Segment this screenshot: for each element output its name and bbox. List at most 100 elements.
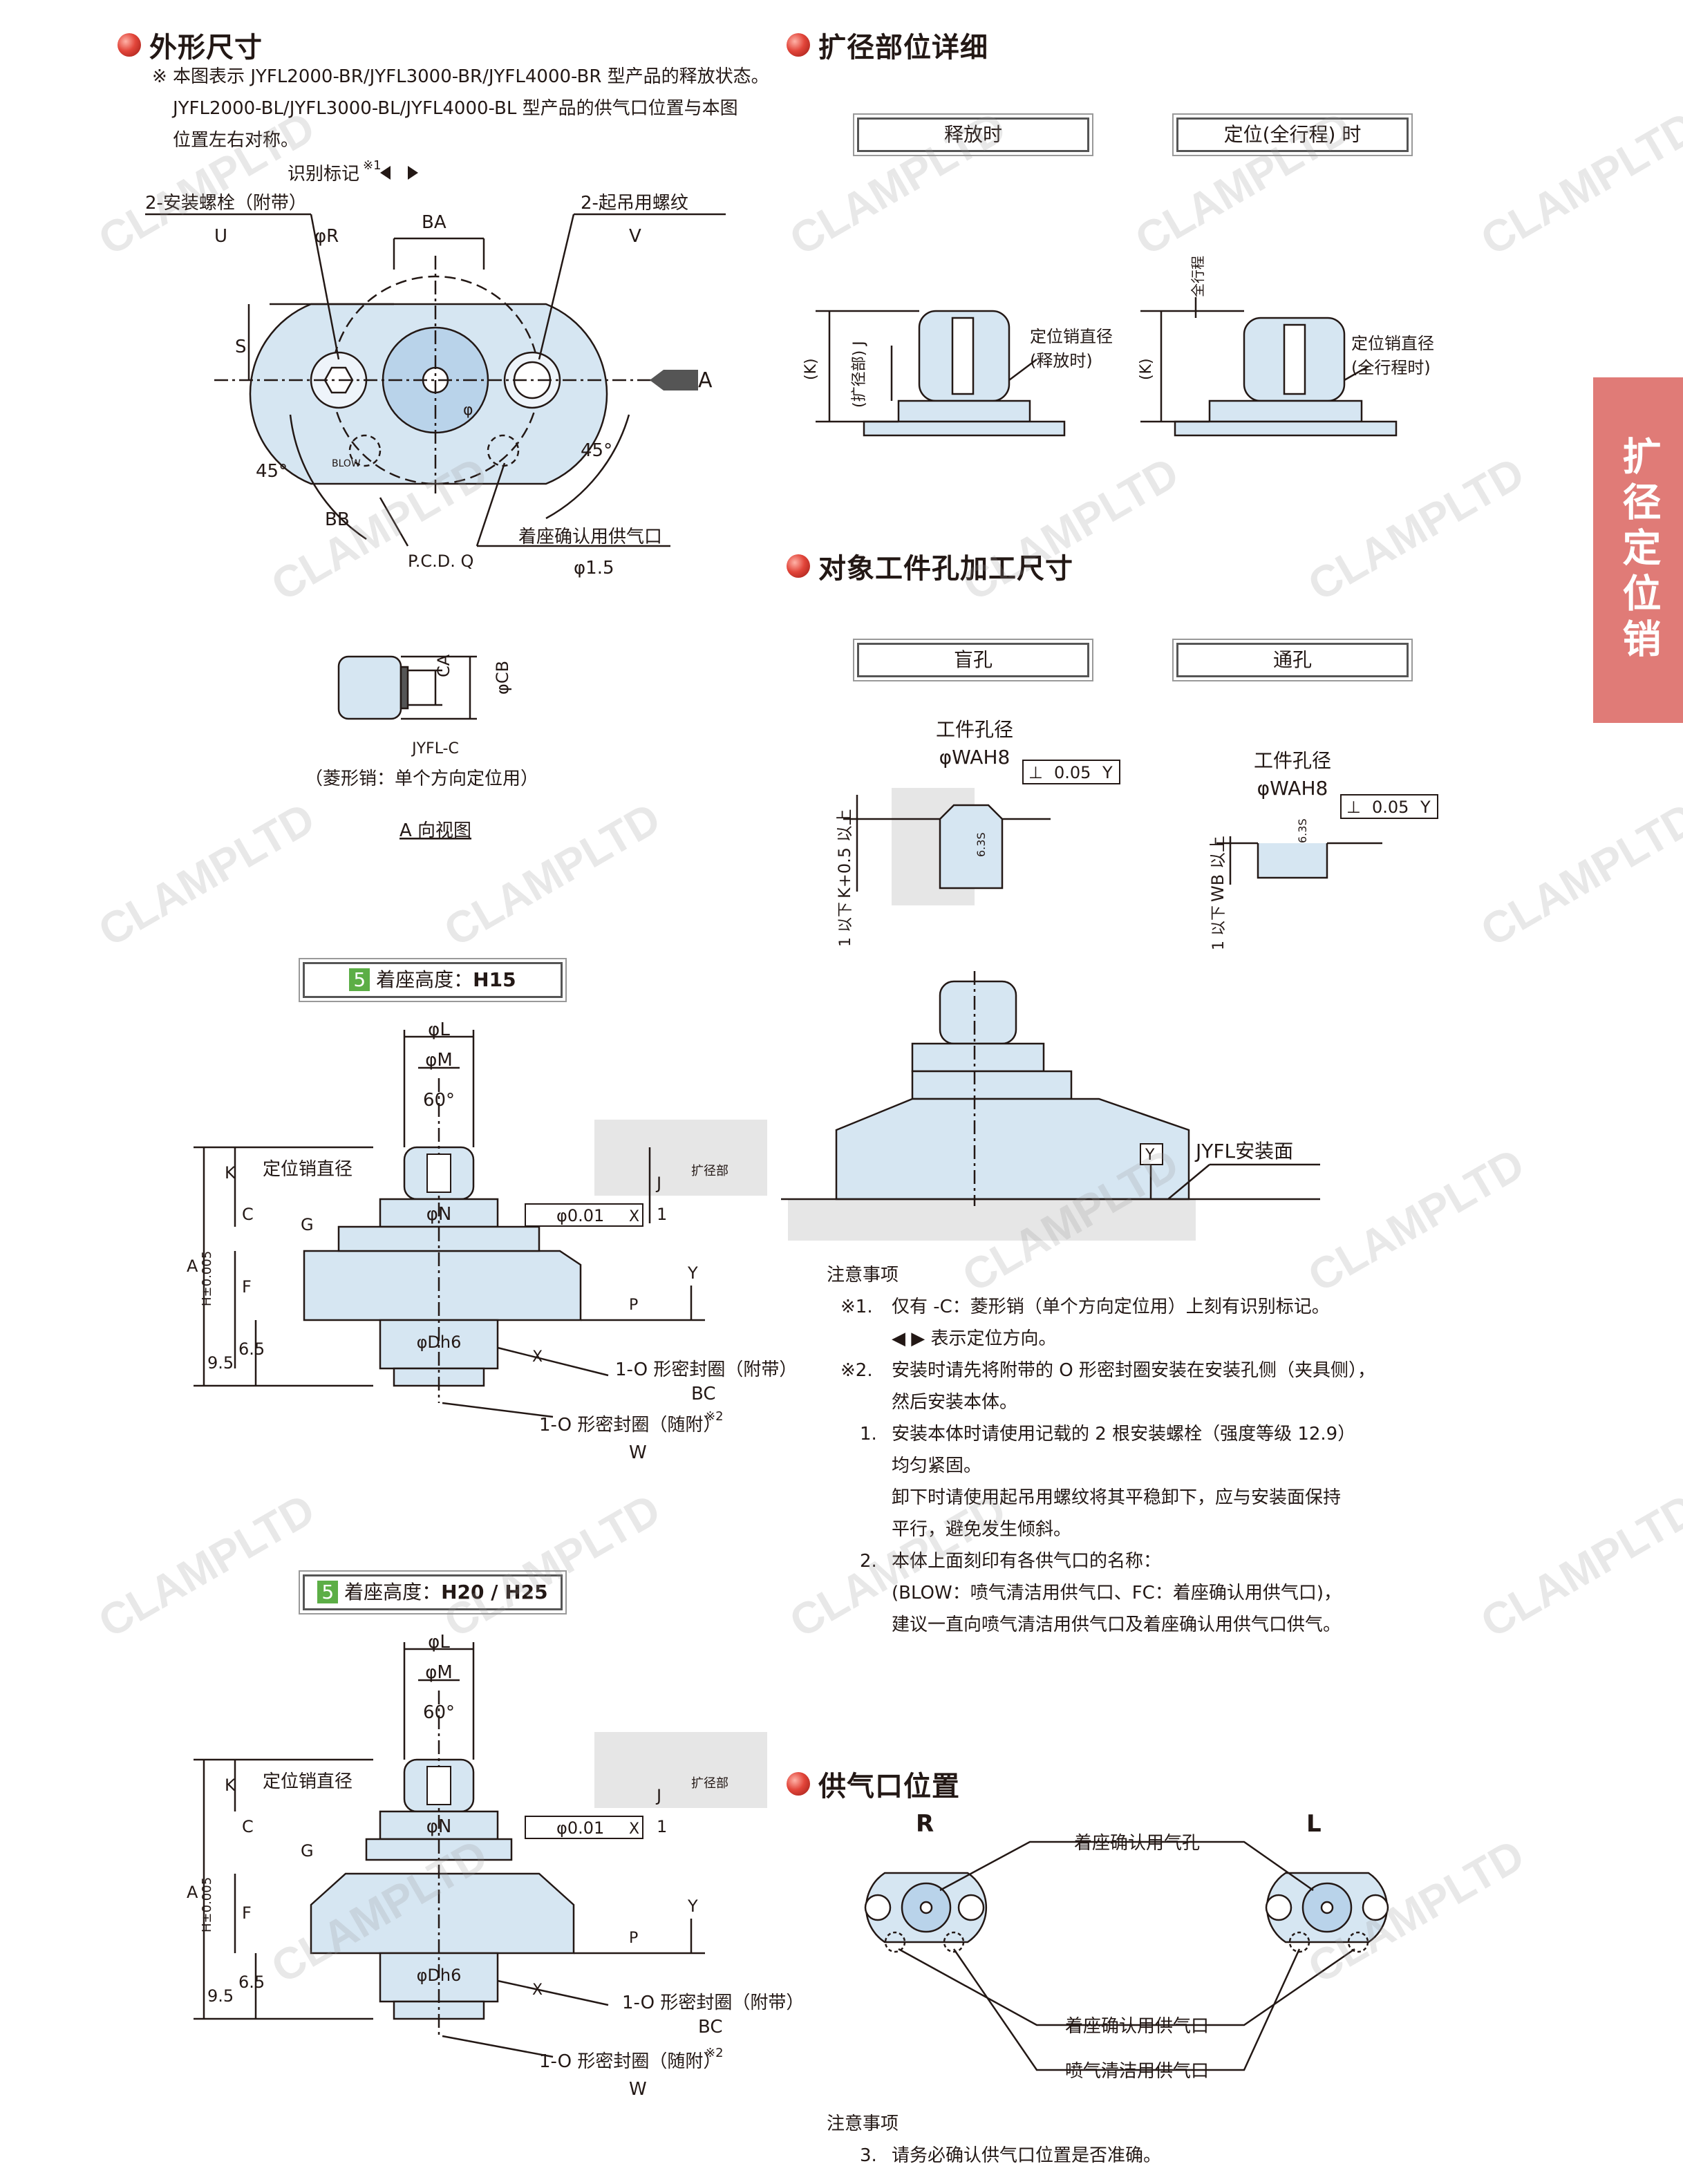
h15-BC: BC: [691, 1384, 716, 1404]
h2025-one: 1: [657, 1817, 667, 1836]
watermark: CLAMPLTD: [1472, 102, 1683, 265]
blind-Y: Y: [1102, 763, 1113, 782]
supply-L: L: [1306, 1810, 1322, 1838]
seat-hole-label: 着座确认用气孔: [1074, 1833, 1200, 1854]
through-box: 通孔: [1172, 639, 1413, 681]
supply-note-text: 请务必确认供气口位置是否准确。: [892, 2145, 1162, 2166]
h15-J: J: [655, 1174, 661, 1193]
h2025-pin-label: 定位销直径: [263, 1771, 352, 1792]
through-perp: ⊥: [1346, 798, 1361, 817]
outline-title-text: 外形尺寸: [149, 32, 263, 64]
h2025-num: 5: [317, 1581, 339, 1603]
h2025-A: A: [187, 1883, 198, 1902]
h15-H: H±0.005: [200, 1251, 214, 1306]
jyfl-c-drawing: CA φCB JYFL-C （菱形销：单个方向定位用） A 向视图: [305, 654, 538, 841]
watermark: CLAMPLTD: [435, 1484, 669, 1648]
h15-ref2: ※2: [705, 1409, 724, 1424]
h2025-G: G: [301, 1841, 314, 1861]
lift-code: V: [629, 226, 641, 247]
outline-note-1: ※ 本图表示 JYFL2000-BR/JYFL3000-BR/JYFL4000-…: [152, 66, 769, 87]
note-4: 安装本体时请使用记载的 2 根安装螺栓（强度等级 12.9）: [892, 1424, 1356, 1444]
detail-title: 扩径部位详细: [787, 25, 988, 65]
blind-tol: 0.05: [1054, 763, 1091, 782]
h15-G: G: [301, 1215, 314, 1234]
blow-port-label: 喷气清洁用供气口: [1065, 2061, 1209, 2082]
detail-full-stroke: 全行程: [1190, 256, 1206, 297]
h15-num: 5: [349, 968, 370, 991]
S-label: S: [235, 337, 247, 357]
h2025-F: F: [242, 1903, 252, 1923]
bolt-code: U: [214, 226, 227, 247]
h15-W: W: [629, 1442, 647, 1463]
supply-note-title: 注意事项: [827, 2114, 899, 2134]
through-one-below: 1 以下: [1210, 905, 1228, 950]
h2025-M: φM: [425, 1662, 453, 1683]
h15-one: 1: [657, 1205, 667, 1224]
through-rough: 6.3S: [1296, 818, 1309, 843]
supply-title-text: 供气口位置: [818, 1771, 960, 1802]
h2025-kuo: 扩径部: [691, 1776, 728, 1791]
watermark: CLAMPLTD: [90, 1484, 323, 1648]
blind-box: 盲孔: [853, 639, 1093, 681]
watermark: CLAMPLTD: [1299, 447, 1533, 611]
blow-label: BLOW: [332, 458, 361, 469]
h2025-60deg: 60°: [423, 1702, 455, 1723]
detail-title-text: 扩径部位详细: [818, 32, 988, 64]
h2025-N: φN: [426, 1816, 452, 1837]
id-mark-ref: ※1: [363, 158, 382, 173]
watermark: CLAMPLTD: [1472, 1484, 1683, 1648]
bullet-icon: [787, 33, 810, 57]
supply-title: 供气口位置: [787, 1764, 960, 1804]
h2025-ref2: ※2: [705, 2046, 724, 2060]
mount-drawing: Y JYFL安装面: [781, 971, 1320, 1241]
blind-perp: ⊥: [1028, 763, 1043, 782]
watermark: CLAMPLTD: [1472, 793, 1683, 957]
note-6: 卸下时请使用起吊用螺纹将其平稳卸下，应与安装面保持: [892, 1487, 1342, 1508]
note-mark-2: ※2.: [840, 1360, 873, 1381]
workpiece-title-text: 对象工件孔加工尺寸: [818, 553, 1073, 585]
note-10: 建议一直向喷气清洁用供气口及着座确认用供气口供气。: [892, 1615, 1342, 1635]
BB-label: BB: [325, 509, 350, 530]
through-tol: 0.05: [1372, 798, 1409, 817]
h2025-6p5: 6.5: [238, 1973, 265, 1992]
full-box: 定位(全行程) 时: [1172, 113, 1413, 156]
h2025-P: P: [629, 1930, 638, 1947]
watermark: CLAMPLTD: [954, 447, 1187, 611]
through-hole-label: 工件孔径: [1254, 749, 1331, 772]
blind-hole-label: 工件孔径: [936, 718, 1013, 741]
h2025-oring2: 1-O 形密封圈（随附）: [539, 2051, 721, 2072]
h15-label: 着座高度：: [376, 968, 473, 991]
note-9: (BLOW：喷气清洁用供气口、FC：着座确认用供气口)，: [892, 1583, 1342, 1603]
h15-Dh6: φDh6: [417, 1333, 462, 1352]
h15-X: X: [629, 1208, 639, 1225]
h15-M: φM: [425, 1050, 453, 1071]
detail-pin2b: (全行程时): [1351, 358, 1431, 377]
note-1: ◀ ▶ 表示定位方向。: [892, 1328, 1057, 1349]
h2025-H: H±0.005: [200, 1877, 214, 1932]
blind-rough: 6.3S: [975, 832, 988, 857]
h2025-label: 着座高度：: [344, 1581, 442, 1603]
h15-X2: X: [532, 1348, 543, 1366]
h2025-side-drawing: φL φM 60° 定位销直径 K A H±0.005 C F G 9.5 6.…: [187, 1632, 804, 2100]
h15-F: F: [242, 1277, 252, 1297]
supply-drawing: R L 着座确认用气孔 着座确认用供气口 喷气清洁用供气口: [864, 1810, 1389, 2082]
a-view-label: A 向视图: [399, 820, 471, 841]
bullet-icon: [787, 1772, 810, 1796]
h15-label-box: 5 着座高度：H15: [299, 958, 567, 1002]
workpiece-title: 对象工件孔加工尺寸: [787, 546, 1073, 586]
h2025-C: C: [242, 1817, 254, 1836]
watermark: CLAMPLTD: [90, 793, 323, 957]
h15-pin-marks: [426, 1154, 451, 1193]
h2025-X: X: [629, 1820, 639, 1838]
seat-port-label: 着座确认用供气口: [518, 527, 662, 547]
h15-A: A: [187, 1256, 198, 1276]
through-Y: Y: [1420, 798, 1431, 817]
h15-N: φN: [426, 1204, 452, 1225]
h15-pin-label: 定位销直径: [263, 1159, 352, 1180]
outline-note-2: JYFL2000-BL/JYFL3000-BL/JYFL4000-BL 型产品的…: [173, 98, 738, 119]
h15-value: H15: [473, 968, 516, 991]
deg45-left: 45°: [256, 461, 288, 482]
note-3: 然后安装本体。: [892, 1392, 1018, 1413]
h15-6p5: 6.5: [238, 1339, 265, 1359]
h2025-tol: φ0.01: [556, 1818, 604, 1838]
